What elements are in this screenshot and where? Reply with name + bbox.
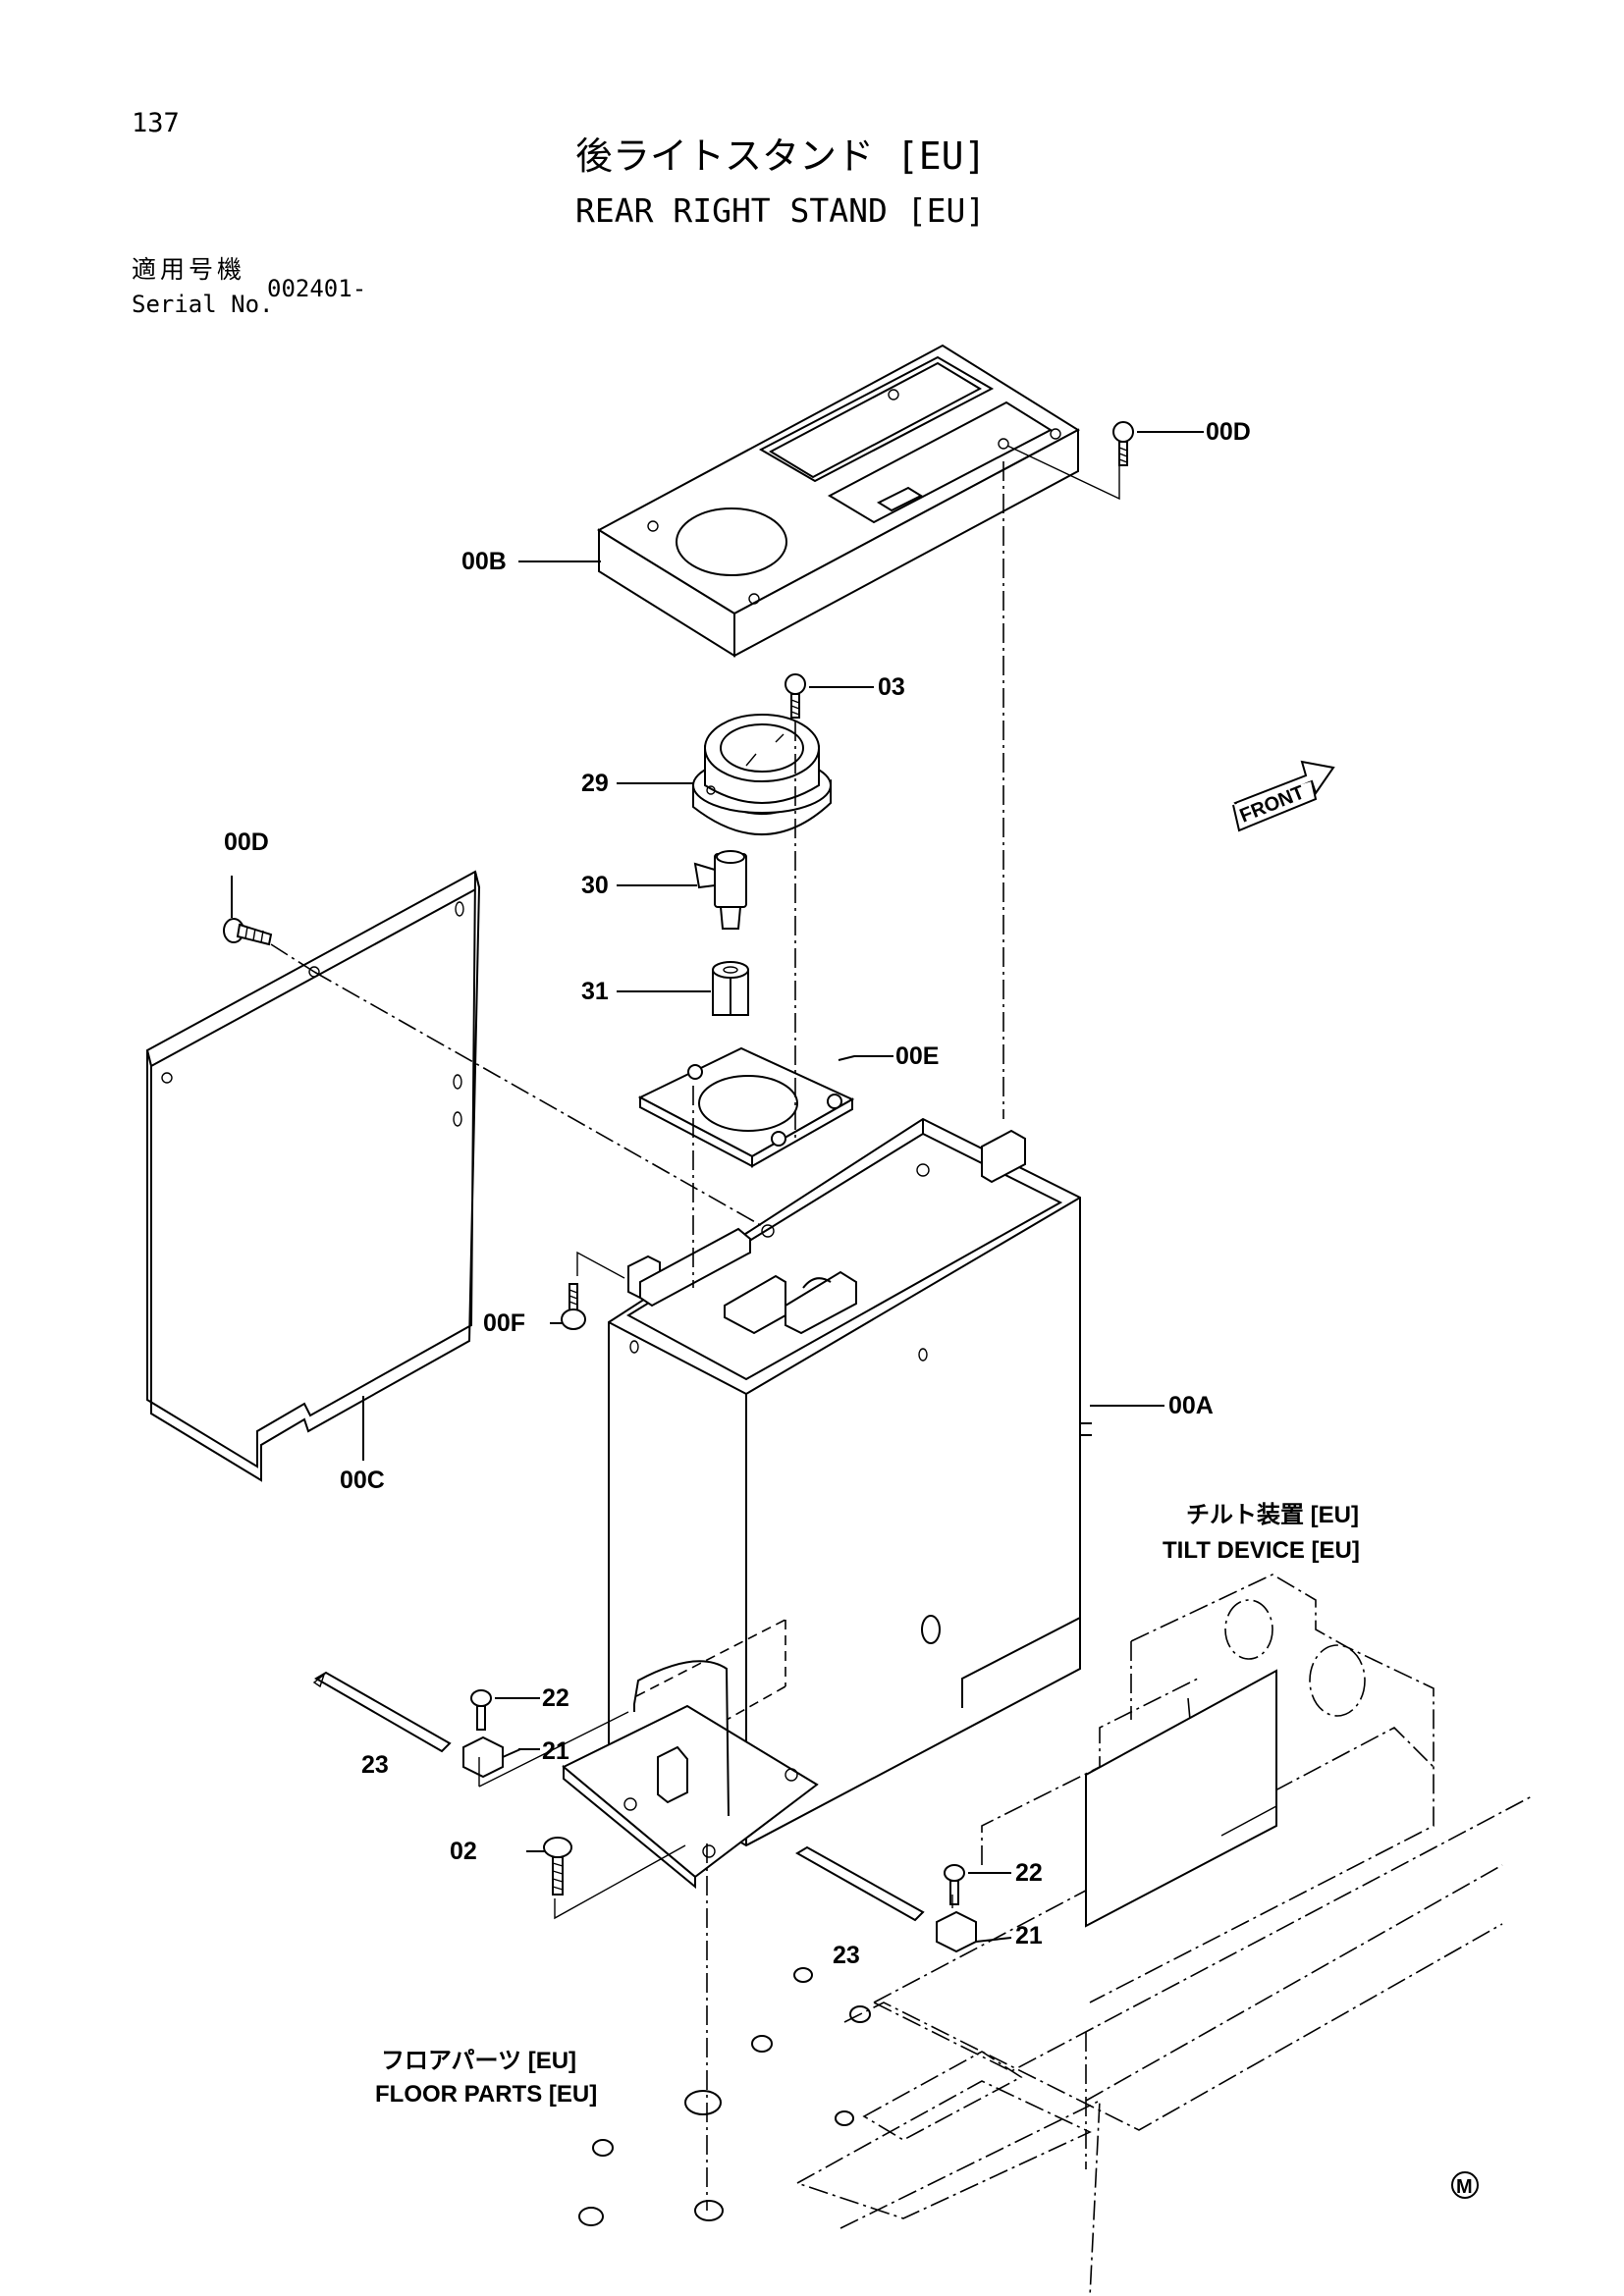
label-00F: 00F: [483, 1309, 526, 1337]
reference-floor-parts-jp: フロアパーツ [EU]: [381, 2048, 577, 2074]
label-30: 30: [581, 872, 609, 899]
top-cover-plate-00B: [596, 344, 1080, 658]
tilt-device-plate: [1085, 1669, 1277, 1928]
label-22-right: 22: [1015, 1859, 1043, 1887]
assembly-center-lines: [270, 461, 1004, 2211]
title-english: REAR RIGHT STAND [EU]: [575, 191, 986, 230]
label-21-left: 21: [542, 1737, 569, 1765]
serial-label-english: Serial No.: [132, 291, 274, 318]
bolt-02: [543, 1837, 572, 1896]
label-29: 29: [581, 770, 609, 797]
screw-00D-top: [1112, 421, 1134, 466]
mounting-plate-00E: [637, 1046, 855, 1168]
label-21-right: 21: [1015, 1922, 1043, 1949]
label-23-right: 23: [833, 1942, 860, 1969]
label-00D-top: 00D: [1206, 418, 1251, 446]
screw-03: [785, 673, 806, 719]
reference-tilt-device-en: TILT DEVICE [EU]: [1163, 1537, 1360, 1564]
elbow-fitting-30: [693, 850, 747, 930]
label-03: 03: [878, 673, 905, 701]
screw-00F: [561, 1283, 586, 1330]
page-number: 137: [132, 108, 180, 138]
corner-mark-circle: [1451, 2171, 1479, 2199]
clamp-assembly-right: [795, 1845, 977, 1953]
reference-floor-parts-en: FLOOR PARTS [EU]: [375, 2081, 598, 2108]
label-00B: 00B: [461, 548, 507, 575]
floor-parts-outline: [578, 1923, 1503, 2296]
label-02: 02: [450, 1838, 477, 1865]
stand-box-00A: [562, 1117, 1092, 1890]
reference-tilt-device-jp: チルト装置 [EU]: [1186, 1502, 1359, 1528]
screw-00D-left: [223, 918, 273, 946]
label-23-left: 23: [361, 1751, 389, 1779]
clamp-assembly-left: [312, 1671, 521, 1779]
pressure-gauge-29: [692, 714, 832, 835]
hidden-edge-lines: [635, 1619, 786, 1721]
label-00C: 00C: [340, 1467, 385, 1494]
front-direction-arrow: [1232, 760, 1335, 832]
label-22-left: 22: [542, 1684, 569, 1712]
serial-number-value: 002401-: [267, 275, 367, 302]
title-japanese: 後ライトスタンド [EU]: [575, 134, 987, 178]
leader-lines: [231, 431, 1204, 1943]
corner-mark-letter: M: [1456, 2176, 1473, 2198]
hex-nut-31: [712, 961, 749, 1016]
side-panel-00C: [145, 870, 481, 1482]
label-00E: 00E: [895, 1042, 940, 1070]
label-00A: 00A: [1168, 1392, 1214, 1419]
label-00D-left: 00D: [224, 828, 269, 856]
serial-label-japanese: 適用号機: [132, 255, 246, 284]
label-31: 31: [581, 978, 609, 1005]
